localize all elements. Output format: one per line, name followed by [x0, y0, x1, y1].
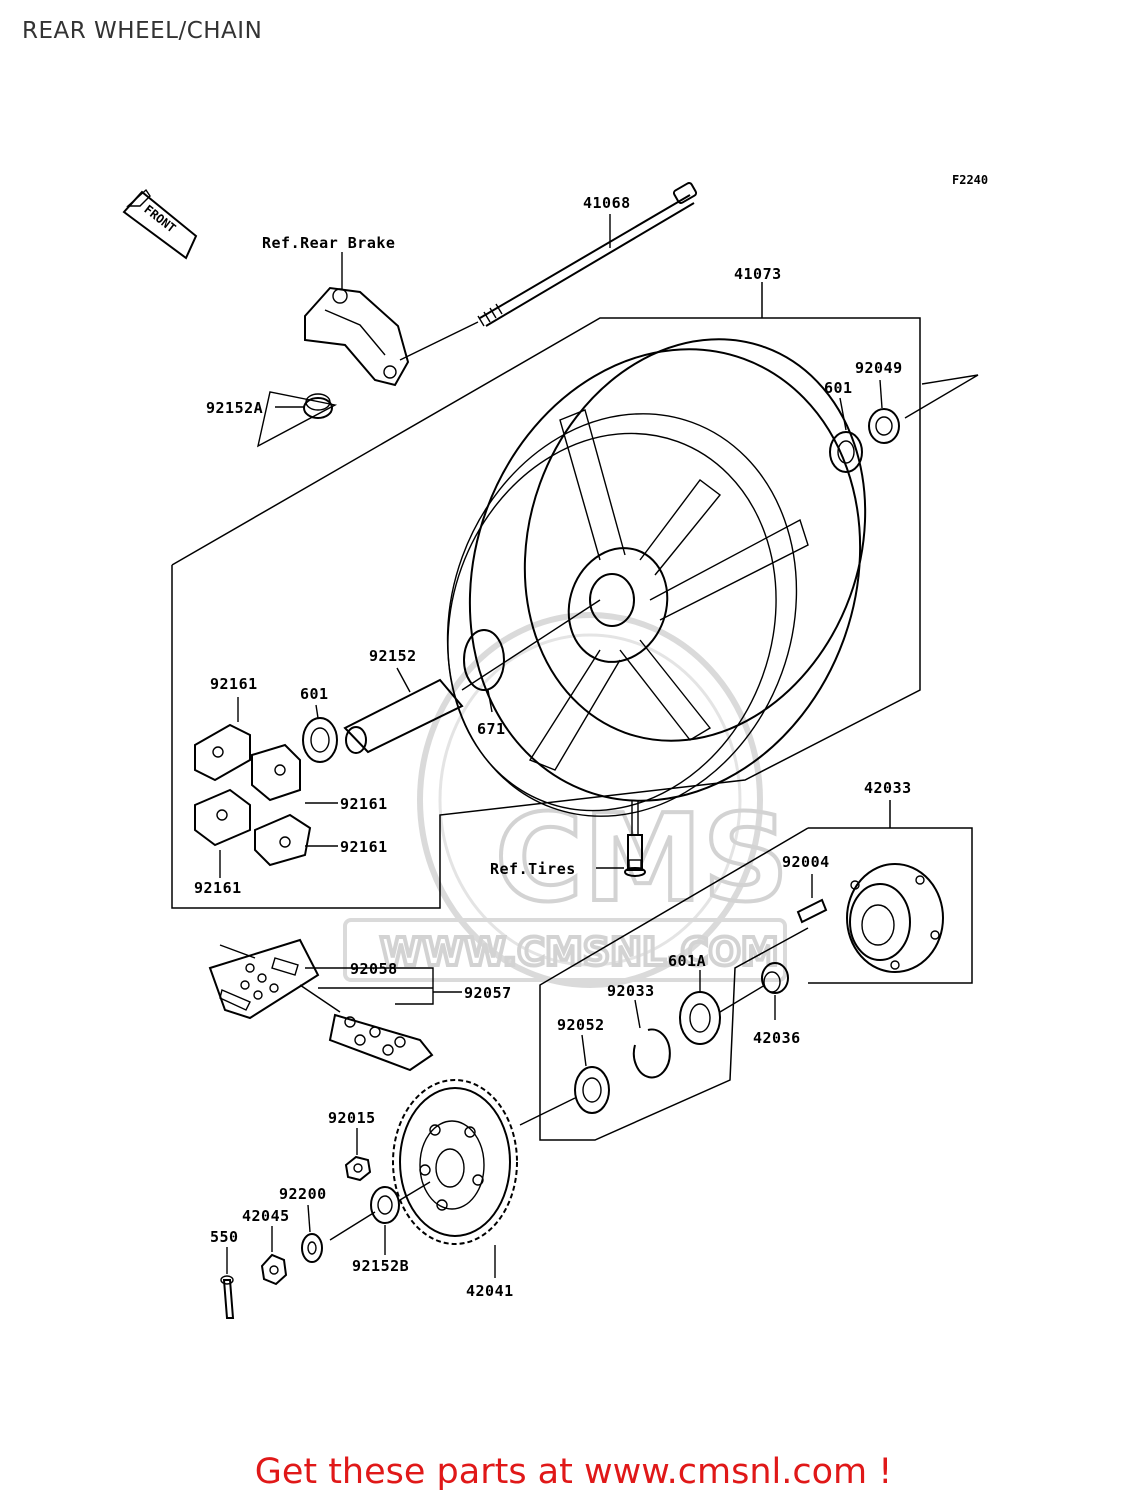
chain-callout-lines [305, 967, 434, 1005]
callout-42033: 42033 [864, 779, 912, 797]
callout-92152B: 92152B [352, 1257, 409, 1275]
hub-dampers-92161[interactable] [194, 723, 312, 867]
coupling-frame [808, 827, 973, 984]
callout-92004: 92004 [782, 853, 830, 871]
axle[interactable] [399, 182, 698, 361]
callout-92057: 92057 [464, 984, 512, 1002]
o-ring-671[interactable] [463, 629, 505, 691]
page-title: REAR WHEEL/CHAIN [22, 18, 263, 44]
rear-sprocket-42041[interactable] [392, 1079, 518, 1245]
callout-92161-top: 92161 [210, 675, 258, 693]
callout-92052: 92052 [557, 1016, 605, 1034]
circlip-92033[interactable] [632, 1028, 671, 1079]
callout-601A: 601A [668, 952, 706, 970]
callout-92015: 92015 [328, 1109, 376, 1127]
collar-92152B[interactable] [370, 1186, 400, 1224]
ref-rear-brake-label: Ref.Rear Brake [262, 234, 395, 252]
rear-brake-bracket[interactable] [304, 286, 410, 387]
drive-chain-92057[interactable] [208, 938, 434, 1072]
axle-line-left [256, 391, 338, 448]
bearing-601A[interactable] [679, 991, 721, 1045]
callout-601-right: 601 [824, 379, 853, 397]
callout-42041: 42041 [466, 1282, 514, 1300]
callout-41073: 41073 [734, 265, 782, 283]
callout-41068: 41068 [583, 194, 631, 212]
cms-logo-watermark: CMS WWW.CMSNL.COM [343, 612, 791, 988]
callout-42045: 42045 [242, 1207, 290, 1225]
stud-92004[interactable] [796, 898, 828, 924]
wheel-assembly-frame [171, 317, 921, 909]
bearing-601-right[interactable] [829, 431, 863, 473]
front-arrow-icon: FRONT [122, 188, 198, 260]
callout-92161-bottom: 92161 [194, 879, 242, 897]
axle-line-right [904, 374, 979, 419]
callout-92200: 92200 [279, 1185, 327, 1203]
callout-92049: 92049 [855, 359, 903, 377]
nut-92015[interactable] [344, 1155, 372, 1182]
tire-valve[interactable] [624, 800, 646, 877]
callout-671: 671 [477, 720, 506, 738]
cotter-pin-550[interactable] [220, 1275, 235, 1319]
callout-601-left: 601 [300, 685, 329, 703]
rear-wheel[interactable] [392, 291, 922, 866]
callout-92152A: 92152A [206, 399, 263, 417]
collar-92152A[interactable] [303, 393, 333, 419]
collar-92152[interactable] [343, 678, 464, 754]
washer-92200[interactable] [301, 1233, 323, 1263]
figure-code: F2240 [952, 173, 988, 187]
rear-wheel-chain-diagram: CMS WWW.CMSNL.COM F2240 FRONT [122, 173, 988, 1319]
seal-92052[interactable] [574, 1066, 610, 1114]
master-link-92058[interactable] [219, 957, 299, 1011]
get-parts-link[interactable]: Get these parts at www.cmsnl.com ! [254, 1452, 893, 1492]
watermark-url: WWW.CMSNL.COM [380, 930, 779, 974]
castle-nut-42045[interactable] [260, 1253, 288, 1286]
seal-92049[interactable] [868, 408, 900, 444]
coupling-parts-frame [539, 827, 809, 1141]
ref-tires-label: Ref.Tires [490, 860, 576, 878]
callout-92161-lower: 92161 [340, 838, 388, 856]
callout-92152: 92152 [369, 647, 417, 665]
callout-92058: 92058 [350, 960, 398, 978]
collar-42036[interactable] [761, 962, 789, 994]
callout-92161-mid: 92161 [340, 795, 388, 813]
callout-92033: 92033 [607, 982, 655, 1000]
sprocket-coupling-42033[interactable] [846, 863, 944, 973]
callout-550: 550 [210, 1228, 239, 1246]
bearing-601-left[interactable] [302, 717, 338, 763]
callout-42036: 42036 [753, 1029, 801, 1047]
